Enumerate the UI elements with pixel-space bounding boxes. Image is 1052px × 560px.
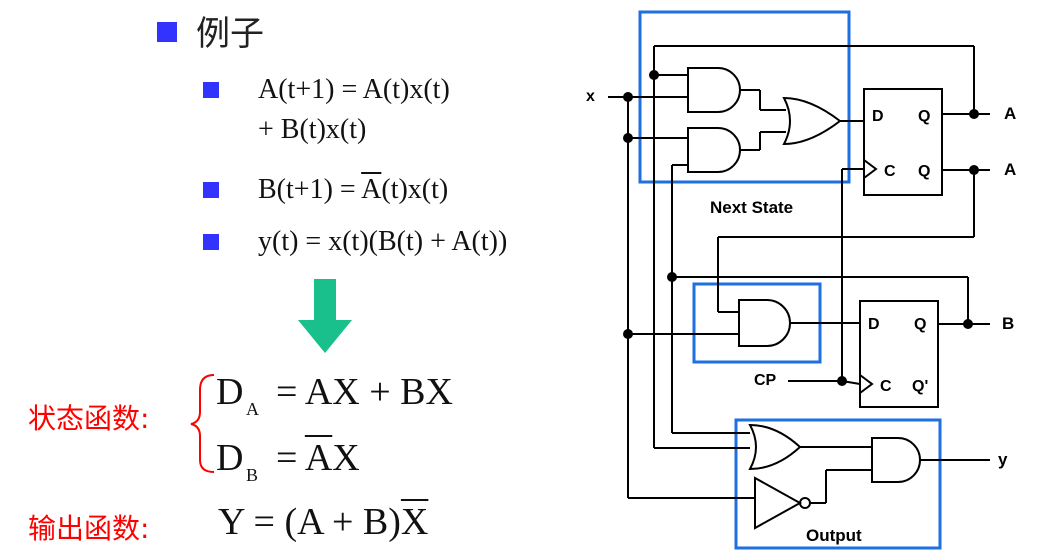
ff2-d-label: D [868, 316, 880, 333]
ff1-c-label: C [884, 163, 896, 180]
output-abar-label: A [1004, 160, 1017, 179]
output-function-label: 输出函数: [28, 512, 150, 545]
eq-b-next-pre: B(t+1) = [258, 174, 362, 205]
y-eq-bar: X [400, 501, 429, 543]
db-rest: X [332, 437, 360, 479]
ff2-c-label: C [880, 378, 892, 395]
input-x-label: x [586, 88, 595, 105]
ff2-qprime-label: Q' [912, 378, 929, 395]
eq-a-next-line1: A(t+1) = A(t)x(t) [258, 74, 450, 105]
ff1-qbar-label: Q [918, 163, 931, 180]
eq-y: y(t) = x(t)(B(t) + A(t)) [258, 226, 508, 257]
next-state-label: Next State [710, 198, 794, 217]
db-sub: B [246, 465, 259, 485]
and-gate-1 [687, 67, 741, 113]
da-sub: A [246, 399, 259, 419]
bullet-1 [203, 82, 219, 98]
ff2-q-label: Q [914, 316, 927, 333]
cp-label: CP [754, 372, 777, 389]
and-gate-2 [687, 127, 741, 173]
da-rhs: = AX + BX [276, 371, 453, 413]
output-y-label: y [998, 450, 1008, 469]
heading-text: 例子 [196, 14, 264, 54]
bullet-3 [203, 234, 219, 250]
db-eq: = [276, 437, 298, 479]
y-eq-pre: Y = (A + B) [218, 501, 401, 543]
output-b-label: B [1002, 314, 1015, 333]
not-gate [754, 476, 803, 530]
db-d: D [216, 437, 244, 479]
and-b-box [692, 282, 822, 364]
eq-b-next: B(t+1) = A(t)x(t) [258, 174, 448, 206]
and-gate-out [871, 437, 921, 483]
eq-b-next-post: (t)x(t) [381, 174, 449, 205]
eq-a-next-line2: + B(t)x(t) [258, 114, 367, 145]
heading-bullet [157, 22, 177, 42]
da-d: D [216, 371, 244, 413]
or-gate-out [748, 423, 802, 471]
and-gate-b [738, 299, 791, 347]
ff1-q-label: Q [918, 108, 931, 125]
db-rhs: = AX [276, 436, 360, 480]
next-state-box [638, 10, 851, 184]
bullet-2 [203, 182, 219, 198]
state-function-label: 状态函数: [28, 402, 150, 435]
ff1-d-label: D [872, 108, 884, 125]
eq-b-next-bar: A [361, 174, 382, 205]
y-eq: Y = (A + B)X [218, 500, 428, 544]
or-gate-1 [782, 96, 842, 146]
output-a-label: A [1004, 104, 1017, 123]
db-bar: A [304, 437, 333, 479]
output-label: Output [806, 526, 862, 545]
